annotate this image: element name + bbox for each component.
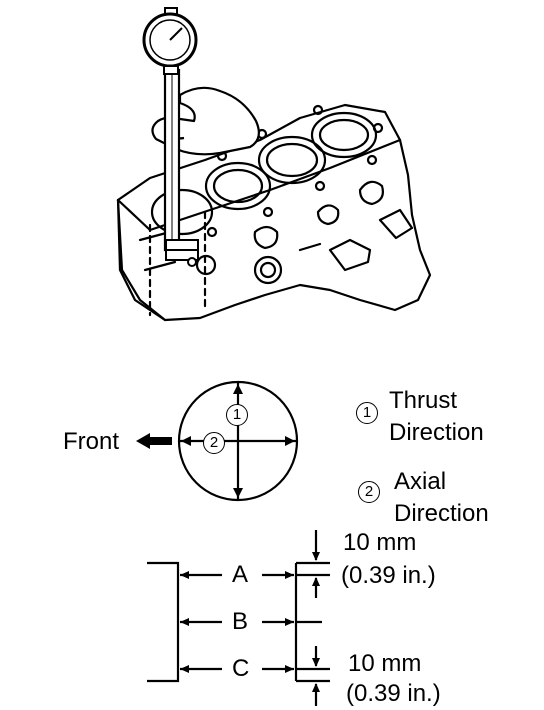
bottom-dimension-value: 10 mm	[348, 650, 422, 677]
position-label-a: A	[232, 561, 249, 588]
left-arrow-icon	[136, 433, 172, 449]
axial-number-marker: 2	[203, 432, 225, 454]
cylinder-bore-3	[257, 135, 327, 185]
axial-label-line1: Axial	[394, 468, 447, 495]
thrust-label-line2: Direction	[389, 419, 484, 446]
position-label-c: C	[232, 655, 250, 682]
axial-label-line2: Direction	[394, 500, 489, 527]
top-dimension-value: 10 mm	[343, 529, 417, 556]
cylinder-bore-1	[150, 188, 214, 236]
cylinder-bore-2	[204, 161, 272, 211]
front-label: Front	[63, 428, 120, 455]
thrust-label-line1: Thrust	[389, 387, 458, 414]
thrust-legend-marker: 1	[356, 402, 378, 424]
top-dimension-alt: (0.39 in.)	[341, 562, 436, 589]
bottom-dimension-alt: (0.39 in.)	[346, 680, 441, 707]
thrust-number-marker: 1	[226, 404, 248, 426]
axial-legend-marker: 2	[358, 481, 380, 503]
position-label-b: B	[232, 608, 249, 635]
cylinder-bore-4	[310, 111, 378, 159]
